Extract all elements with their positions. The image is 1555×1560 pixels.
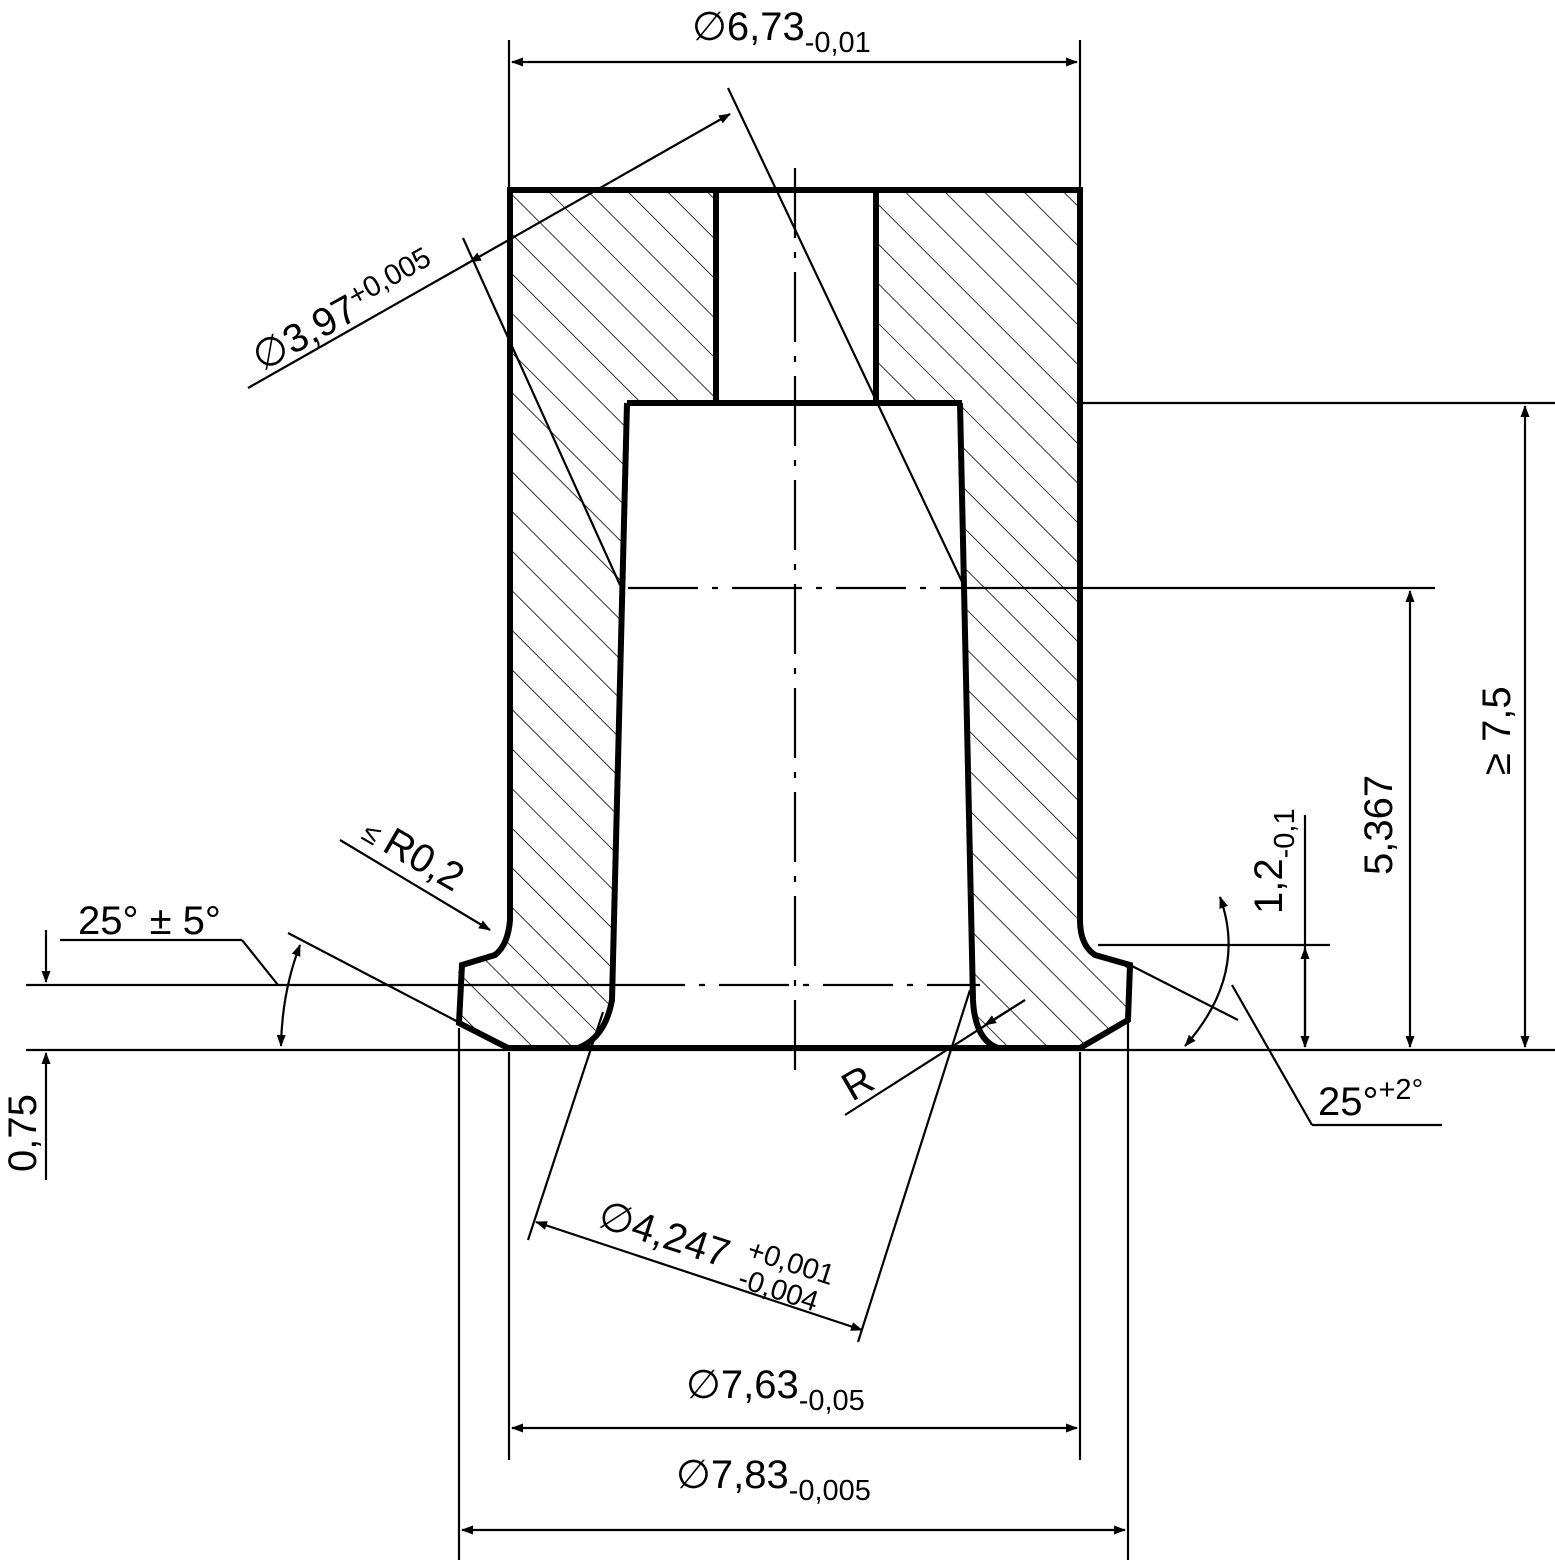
flange-height-label: 1,2-0,1 [1247, 808, 1301, 914]
chamfer-right-ext [1129, 964, 1239, 1021]
chamfer-right-leader [1231, 984, 1313, 1126]
cone-height-label: 5,367 [1357, 775, 1401, 875]
chamfer-left-ext [287, 932, 509, 1049]
radius-r-label: R [835, 1057, 882, 1110]
bore-diameter-leader [247, 261, 471, 389]
outer-diameter-label: ∅7,63-0,05 [686, 1363, 865, 1417]
inner-radius-leader [339, 839, 491, 931]
right-wall-section [876, 190, 1130, 1048]
cone-ext-right [856, 989, 972, 1343]
inner-radius-label: ≤R0,2 [356, 808, 472, 900]
flange-diameter-label: ∅7,83-0,005 [676, 1453, 871, 1507]
chamfer-left-arc [276, 944, 302, 1047]
bore-diameter-label: ∅3,97+0,005 [244, 242, 443, 380]
chamfer-left-label: 25° ± 5° [78, 899, 221, 943]
left-wall-section [458, 190, 716, 1048]
cone-ext-left [526, 1011, 605, 1241]
chamfer-right-label: 25°+2° [1318, 1074, 1423, 1124]
bore-leader-ext [461, 237, 622, 586]
chamfer-left-leader-2 [241, 939, 279, 986]
total-height-label: ≥ 7,5 [1475, 686, 1519, 775]
bore-diameter-line [469, 113, 731, 263]
cone-diameter-label: ∅4,247 +0,001 -0,004 [593, 1193, 838, 1319]
radius-arrow [984, 999, 1026, 1026]
top-diameter-label: ∅6,73-0,01 [692, 5, 871, 59]
center-lines [615, 168, 972, 1075]
dimension-lines [41, 57, 1530, 1535]
bore-leader-ext-2 [727, 87, 966, 589]
chamfer-right-arc [1184, 896, 1230, 1047]
cone-diameter-line [535, 1220, 863, 1332]
flange-offset-label: 0,75 [1, 1094, 45, 1172]
